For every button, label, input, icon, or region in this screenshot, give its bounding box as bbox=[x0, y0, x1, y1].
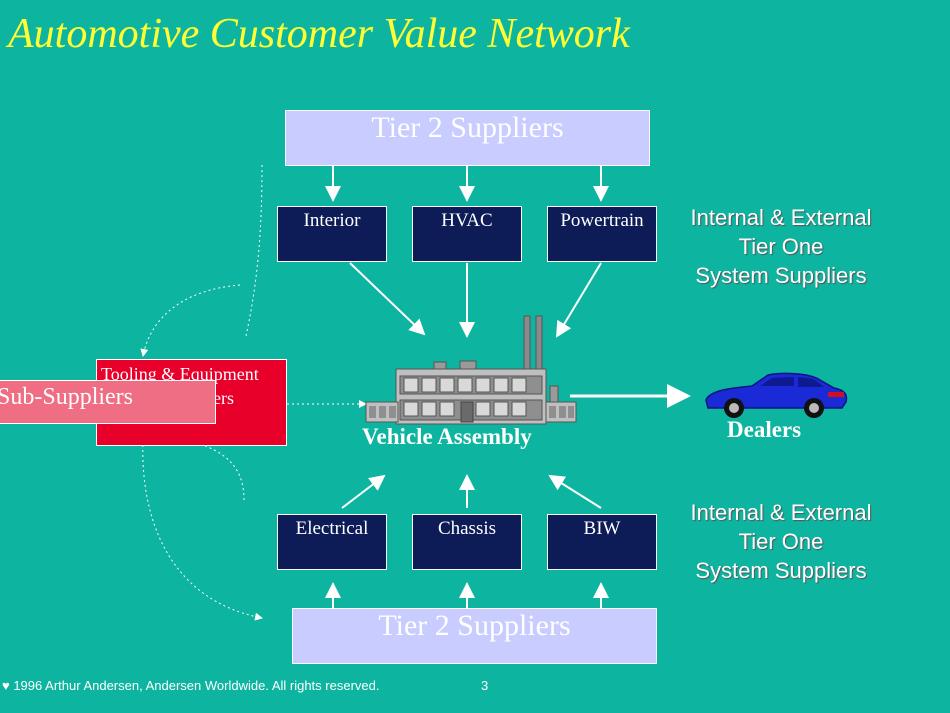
tier1-description-bottom: Internal & External Tier One System Supp… bbox=[668, 498, 894, 585]
arrow-interior-assembly bbox=[349, 262, 426, 336]
dealers-label: Dealers bbox=[727, 417, 802, 442]
slide-title: Automotive Customer Value Network bbox=[8, 11, 630, 57]
tier1-box-chassis: Chassis bbox=[412, 514, 522, 570]
dotted-curve-to-tooling bbox=[140, 284, 241, 357]
arrow-biw-assembly bbox=[548, 474, 602, 509]
tier1-desc-top-line3: System Suppliers bbox=[695, 263, 867, 288]
tier1-label-electrical: Electrical bbox=[295, 518, 369, 539]
tier1-desc-bottom-line2: Tier One bbox=[738, 529, 824, 554]
tier1-label-biw: BIW bbox=[583, 518, 621, 539]
tier1-desc-bottom-line3: System Suppliers bbox=[695, 558, 867, 583]
sub-suppliers-box: Sub-Suppliers bbox=[0, 380, 216, 424]
tier1-desc-top-line1: Internal & External bbox=[690, 205, 872, 230]
page-number: 3 bbox=[481, 678, 489, 693]
dotted-tooling-tier2-bottom bbox=[142, 439, 263, 621]
tier1-label-interior: Interior bbox=[303, 210, 361, 231]
tooling-label-suffix: ers bbox=[213, 388, 234, 408]
dotted-tier2-tooling bbox=[245, 164, 263, 337]
tier1-box-biw: BIW bbox=[547, 514, 657, 570]
tier1-box-hvac: HVAC bbox=[412, 206, 522, 262]
car-icon bbox=[705, 372, 848, 418]
tooling-label: Tooling & Equipment bbox=[101, 364, 259, 384]
factory-icon bbox=[365, 315, 577, 425]
copyright-footer: ♥ 1996 Arthur Andersen, Andersen Worldwi… bbox=[2, 678, 380, 693]
tier2-suppliers-bottom-box: Tier 2 Suppliers bbox=[292, 608, 657, 664]
tier1-label-chassis: Chassis bbox=[437, 518, 497, 539]
tier1-box-electrical: Electrical bbox=[277, 514, 387, 570]
arrow-powertrain-assembly bbox=[555, 262, 602, 338]
vehicle-assembly-label: Vehicle Assembly bbox=[362, 424, 532, 449]
tier1-desc-top-line2: Tier One bbox=[738, 234, 824, 259]
tier1-description-top: Internal & External Tier One System Supp… bbox=[668, 203, 894, 290]
tier1-label-hvac: HVAC bbox=[441, 210, 493, 231]
tier1-box-powertrain: Powertrain bbox=[547, 206, 657, 262]
tier2-suppliers-bottom-label: Tier 2 Suppliers bbox=[378, 609, 571, 642]
tier1-desc-bottom-line1: Internal & External bbox=[690, 500, 872, 525]
tier1-box-interior: Interior bbox=[277, 206, 387, 262]
tier2-suppliers-top-box: Tier 2 Suppliers bbox=[285, 110, 650, 166]
sub-suppliers-label: Sub-Suppliers bbox=[0, 384, 134, 410]
tier2-suppliers-top-label: Tier 2 Suppliers bbox=[371, 111, 564, 144]
arrow-electrical-assembly bbox=[341, 474, 386, 509]
tier1-label-powertrain: Powertrain bbox=[560, 210, 644, 231]
